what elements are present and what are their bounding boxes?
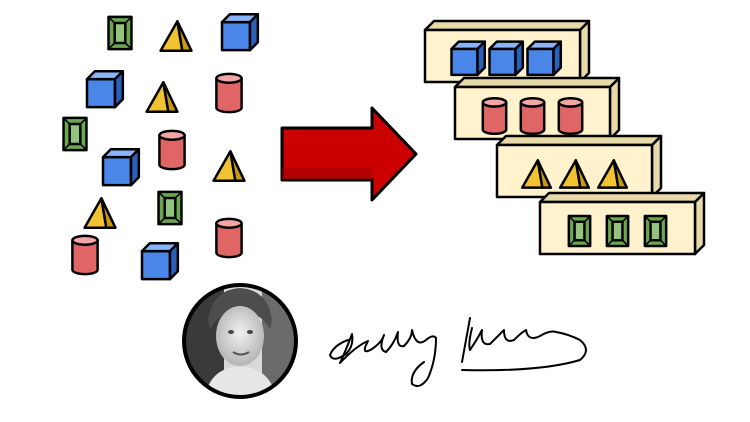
- scattered-cube-14: [140, 242, 180, 281]
- handwritten-signature: [329, 317, 587, 387]
- scattered-prism-12: [157, 190, 183, 226]
- tray-pyramid-3: [596, 159, 629, 189]
- arrow-right-icon: [280, 106, 418, 202]
- tray-cube-2: [488, 40, 525, 77]
- scattered-cube-4: [85, 70, 125, 109]
- portrait-photo-content: [184, 285, 296, 397]
- scattered-cylinder-6: [215, 72, 243, 114]
- scattered-cylinder-15: [215, 217, 243, 259]
- tray-pyramid-1: [520, 159, 553, 189]
- arrow-right-icon-body: [280, 106, 418, 202]
- tray-prism-1: [567, 214, 592, 248]
- scattered-pyramid-5: [145, 81, 179, 113]
- tray-pyramids: [495, 134, 663, 199]
- scattered-pyramid-10: [212, 150, 246, 182]
- tray-cylinder-2: [519, 96, 546, 136]
- tray-cube-3: [526, 40, 563, 77]
- arrow-right-icon-shade: [282, 168, 372, 180]
- tray-prism-2: [605, 214, 630, 248]
- tray-cylinder-3: [557, 96, 584, 136]
- scattered-cube-3: [220, 13, 260, 52]
- tray-cylinder-1: [481, 96, 508, 136]
- unsorted-shapes-group: [62, 13, 260, 281]
- sorted-trays-group: [423, 19, 706, 256]
- tray-cylinders: [453, 76, 621, 141]
- tray-prism-3: [643, 214, 668, 248]
- tray-cubes: [423, 19, 591, 84]
- scattered-cylinder-13: [71, 234, 99, 276]
- portrait-photo: [182, 283, 298, 399]
- tray-pyramid-2: [558, 159, 591, 189]
- scattered-prism-7: [62, 116, 88, 152]
- scattered-cube-9: [101, 148, 141, 187]
- scattered-pyramid-11: [83, 197, 117, 229]
- tray-prisms: [538, 191, 706, 256]
- scattered-prism-1: [107, 15, 133, 51]
- tray-cube-1: [450, 40, 487, 77]
- scattered-cylinder-8: [158, 129, 186, 171]
- scattered-pyramid-2: [159, 20, 193, 52]
